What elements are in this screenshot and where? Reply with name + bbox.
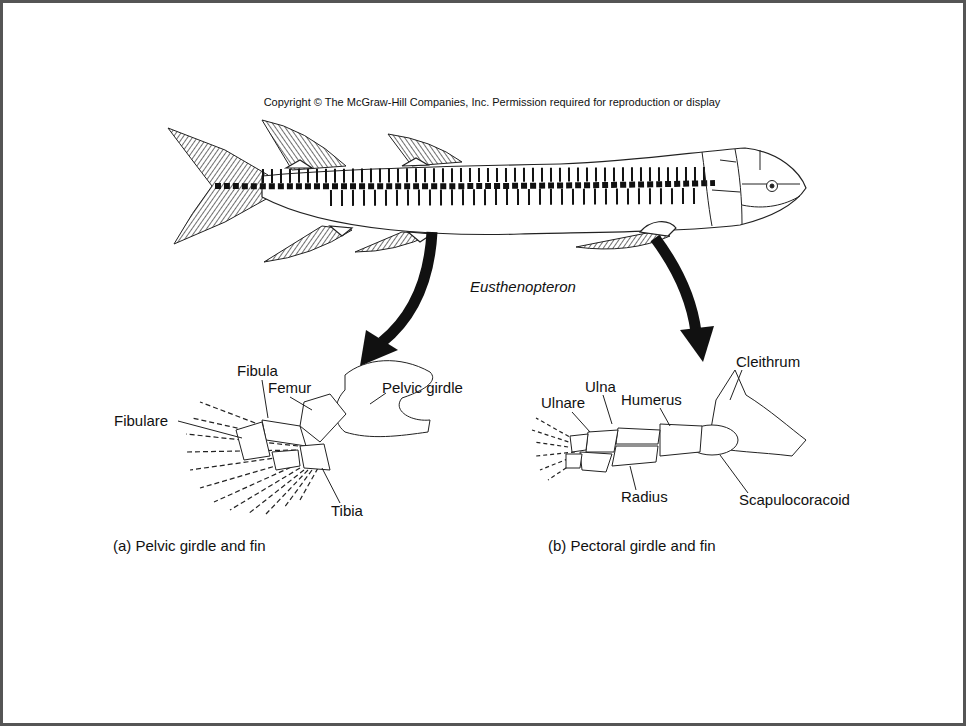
pelvic-fin-bones — [262, 420, 306, 446]
fish-skull — [702, 152, 712, 226]
pectoral-fin-bones — [612, 446, 658, 466]
leader-line — [290, 397, 312, 410]
pelvic-fin-bones — [284, 470, 312, 508]
pelvic-fin-bones — [300, 394, 346, 442]
pectoral-fin-bones — [532, 430, 575, 444]
fish-body — [640, 222, 676, 236]
panel-caption: (b) Pectoral girdle and fin — [548, 537, 716, 554]
leader-line — [322, 468, 340, 503]
leader-line — [630, 466, 636, 490]
fish-skull — [712, 150, 800, 207]
fish-skull — [702, 149, 800, 226]
pointer-arrow — [655, 238, 696, 332]
pectoral-fin-bones — [566, 454, 582, 468]
part-label: Tibia — [331, 502, 363, 519]
pelvic-fin-bones — [336, 361, 433, 437]
part-label: Pelvic girdle — [382, 379, 463, 396]
fish-fins — [388, 134, 462, 166]
fish-skull — [735, 149, 742, 224]
vertebral-column — [262, 174, 705, 176]
part-label: Fibula — [237, 362, 278, 379]
pelvic-fin-bones — [186, 402, 318, 514]
pointer-arrow — [382, 232, 432, 342]
vertebral-column — [215, 174, 715, 198]
leader-line — [262, 380, 268, 418]
pectoral-fin-bones — [660, 424, 702, 456]
pelvic-fin-bones — [300, 468, 318, 500]
part-label: Cleithrum — [736, 353, 800, 370]
part-label: Fibulare — [114, 412, 168, 429]
leader-line — [603, 395, 612, 424]
pectoral-fin-bones — [570, 434, 588, 452]
pelvic-fin-bones — [266, 470, 308, 514]
pectoral-fin-bones — [616, 428, 660, 444]
leader-line — [730, 370, 742, 400]
pelvic-fin-bones — [236, 422, 270, 460]
part-label: Ulnare — [541, 394, 585, 411]
pectoral-fin-bones — [536, 418, 575, 440]
leader-line — [720, 455, 748, 493]
pectoral-fin-bones — [534, 442, 575, 448]
fish-skull — [770, 184, 774, 188]
part-label: Scapulocoracoid — [739, 491, 850, 508]
vertebral-column — [330, 196, 700, 198]
pelvic-fin-bones — [300, 444, 330, 470]
fish-body — [262, 148, 806, 234]
fish-body — [262, 148, 806, 242]
species-name: Eusthenopteron — [470, 278, 576, 295]
pectoral-fin-bones — [586, 430, 618, 452]
part-label: Femur — [268, 379, 311, 396]
leader-line — [572, 412, 590, 432]
leader-line — [178, 370, 748, 503]
fish-skull — [767, 181, 778, 192]
part-label: Radius — [621, 488, 668, 505]
vertebral-column — [215, 183, 715, 186]
pointer-arrow — [680, 326, 714, 362]
pelvic-fin-bones — [272, 450, 300, 470]
pectoral-fin-bones — [532, 418, 578, 480]
panel-caption: (a) Pelvic girdle and fin — [113, 537, 266, 554]
pelvic-fin-bones — [214, 464, 298, 502]
pointer-arrow — [360, 232, 714, 366]
leader-line — [178, 421, 242, 438]
leader-line — [660, 408, 670, 426]
pectoral-fin-bones — [580, 452, 612, 472]
part-label: Humerus — [621, 391, 682, 408]
part-label: Ulna — [585, 378, 616, 395]
pectoral-fin-bones — [532, 370, 806, 480]
copyright-notice: Copyright © The McGraw-Hill Companies, I… — [264, 96, 721, 109]
